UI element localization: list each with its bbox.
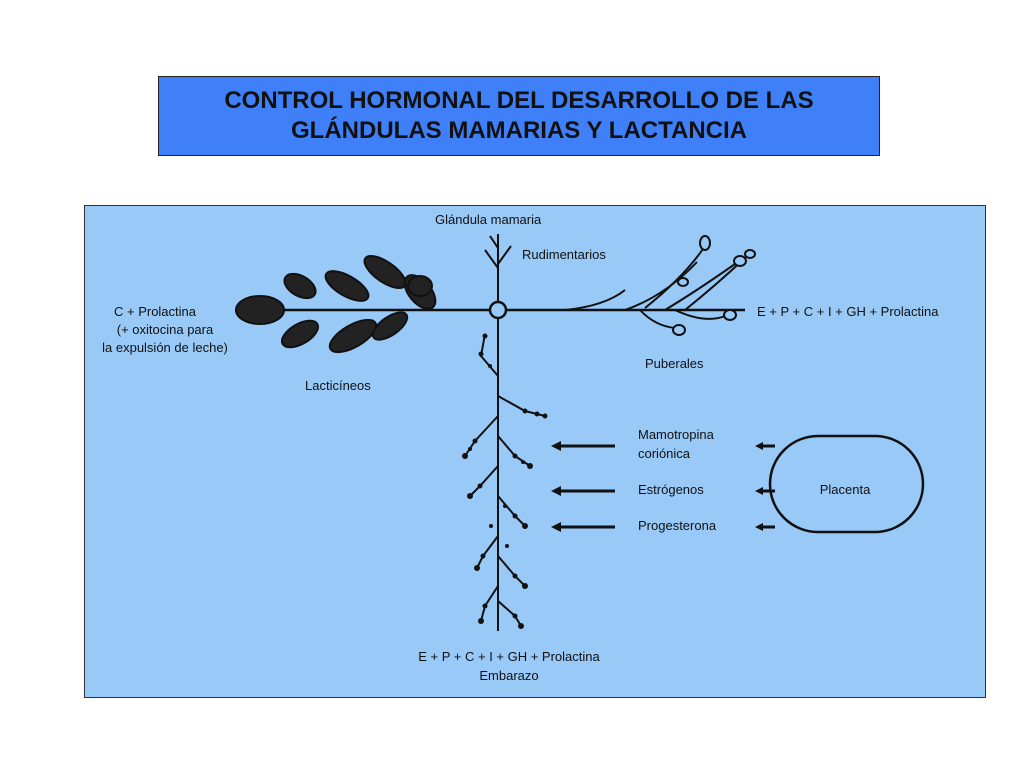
rudimentary-branches [484, 234, 512, 302]
title-line-2: GLÁNDULAS MAMARIAS Y LACTANCIA [291, 117, 747, 144]
estrogenos-label: Estrógenos [638, 482, 704, 497]
bottom-hormones-label: E + P + C + I + GH + Prolactina [418, 649, 600, 664]
left-hormones-line-2: (+ oxitocina para [117, 322, 214, 337]
progesterona-label: Progesterona [638, 518, 717, 533]
rudimentarios-label: Rudimentarios [522, 247, 606, 262]
placenta-shape [768, 434, 925, 534]
mamotropina-label-2: coriónica [638, 446, 691, 461]
left-hormones-line-1: C + Prolactina [114, 304, 197, 319]
hormone-arrows-left [557, 444, 615, 529]
title-box: CONTROL HORMONAL DEL DESARROLLO DE LAS G… [158, 76, 880, 156]
diagram-panel: Glándula mamaria Rudimentarios C + Prola… [84, 205, 986, 698]
embarazo-label: Embarazo [479, 668, 538, 683]
gland-label: Glándula mamaria [435, 212, 542, 227]
diagram-svg: Glándula mamaria Rudimentarios C + Prola… [102, 212, 939, 683]
arrowheads-left [551, 441, 561, 532]
mamotropina-label-1: Mamotropina [638, 427, 715, 442]
lactation-clusters [235, 254, 437, 354]
placenta-arrows [761, 444, 775, 529]
left-hormones-line-3: la expulsión de leche) [102, 340, 228, 355]
placenta-arrowheads [755, 442, 763, 531]
lacticineos-label: Lacticíneos [305, 378, 371, 393]
placenta-label: Placenta [820, 482, 871, 497]
right-hormones-label: E + P + C + I + GH + Prolactina [757, 304, 939, 319]
puberales-label: Puberales [645, 356, 704, 371]
title-line-1: CONTROL HORMONAL DEL DESARROLLO DE LAS [224, 87, 814, 114]
pubertal-branches [564, 235, 756, 336]
pregnancy-tree [464, 318, 546, 631]
gland-node [488, 300, 508, 320]
pregnancy-dots [462, 333, 548, 629]
